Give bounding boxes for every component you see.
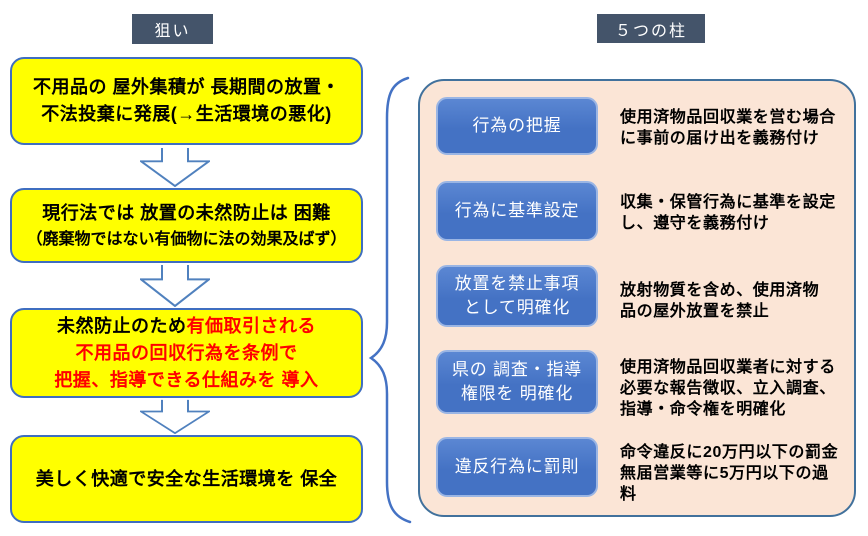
pillar-box-standards: 行為に基準設定 — [436, 181, 598, 241]
aim-box-goal-text: 美しく快適で安全な生活環境を 保全 — [35, 468, 338, 489]
aim-box-ordinance-line1: 未然防止のため有価取引される — [57, 313, 316, 340]
pillar-desc-penalties: 命令違反に20万円以下の罰金 無届営業等に5万円以下の過 料 — [620, 444, 839, 503]
aim-box-problem-text: 不用品の 屋外集積が 長期間の放置・ 不法投棄に発展(→生活環境の悪化) — [32, 77, 340, 124]
pillars-header: ５つの柱 — [597, 14, 705, 43]
down-arrow-icon — [140, 265, 210, 307]
pillar-desc-registration: 使用済物品回収業を営む場合 に事前の届け出を義務付け — [620, 109, 836, 147]
down-arrow-icon — [140, 147, 210, 187]
pillar-box-penalties: 違反行為に罰則 — [436, 437, 598, 497]
pillar-box-prohibition: 放置を禁止事項 として明確化 — [436, 265, 598, 327]
aim-box-problem: 不用品の 屋外集積が 長期間の放置・ 不法投棄に発展(→生活環境の悪化) — [10, 57, 363, 145]
pillar-desc-standards: 収集・保管行為に基準を設定 し、遵守を義務付け — [620, 194, 836, 232]
pillar-box-authority: 県の 調査・指導 権限を 明確化 — [436, 350, 598, 414]
left-curly-brace-icon — [368, 76, 412, 524]
aim-box-ordinance: 未然防止のため有価取引される 不用品の回収行為を条例で 把握、指導できる仕組みを… — [10, 308, 363, 398]
pillar-desc-prohibition: 放射物質を含め、使用済物 品の屋外放置を禁止 — [620, 282, 820, 320]
aim-box-goal: 美しく快適で安全な生活環境を 保全 — [10, 435, 363, 523]
pillar-box-registration: 行為の把握 — [436, 97, 598, 155]
ordinance-line1-black: 未然防止のため — [57, 315, 187, 336]
down-arrow-icon — [140, 399, 210, 434]
aim-box-current-law-line1: 現行法では 放置の未然防止は 困難 — [42, 202, 331, 223]
aim-header: 狙い — [132, 14, 213, 44]
aim-box-ordinance-line2: 不用品の回収行為を条例で — [75, 342, 298, 363]
pillar-desc-authority: 使用済物品回収業者に対する 必要な報告徴収、立入調査、 指導・命令権を明確化 — [620, 359, 836, 418]
aim-box-ordinance-line3: 把握、指導できる仕組みを 導入 — [54, 369, 319, 390]
ordinance-line1-red: 有価取引される — [186, 315, 316, 336]
aim-box-current-law-line2: （廃棄物ではない有価物に法の効果及ばず） — [26, 230, 347, 248]
aim-box-current-law: 現行法では 放置の未然防止は 困難 （廃棄物ではない有価物に法の効果及ばず） — [10, 188, 363, 263]
